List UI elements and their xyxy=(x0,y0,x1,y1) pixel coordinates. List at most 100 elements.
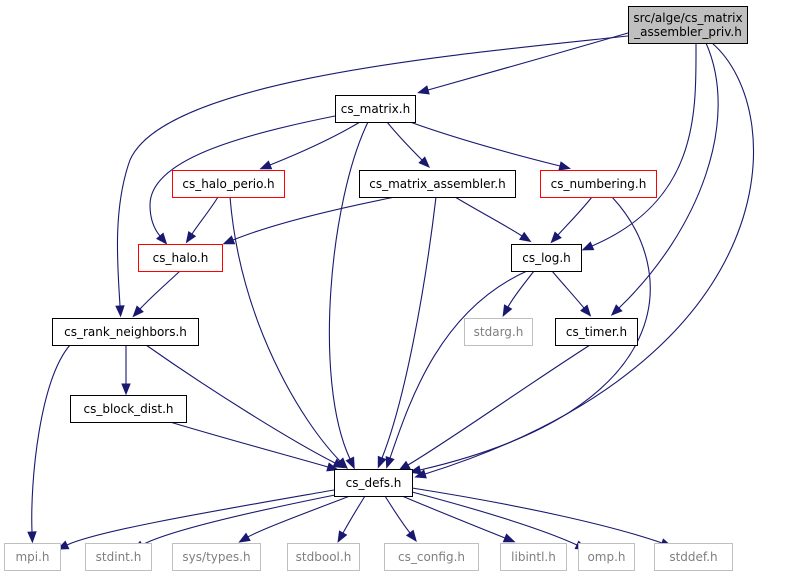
node-stdbool: stdbool.h xyxy=(287,543,360,571)
node-box xyxy=(540,170,657,198)
node-cs-halo[interactable]: cs_halo.h xyxy=(138,244,223,272)
edge-cs_matrix_assembler-to-cs_defs xyxy=(377,196,437,469)
edge-arrowhead xyxy=(259,160,273,170)
node-label: mpi.h xyxy=(15,550,49,564)
edge-line xyxy=(229,196,341,462)
edge-arrowhead xyxy=(418,156,431,169)
edge-cs_defs-to-omp xyxy=(411,491,588,550)
edge-line xyxy=(419,196,651,471)
edge-arrowhead xyxy=(581,241,595,251)
edge-cs_defs-to-stdint xyxy=(132,493,341,551)
edge-line xyxy=(411,487,663,544)
edge-line xyxy=(269,121,361,166)
node-box xyxy=(500,543,567,571)
node-box xyxy=(85,543,152,571)
node-box xyxy=(384,543,479,571)
edge-cs_defs-to-mpi xyxy=(56,489,335,550)
edge-arrowhead xyxy=(502,304,513,317)
edge-line xyxy=(145,344,336,464)
edge-arrowhead xyxy=(222,235,236,245)
edge-cs_matrix-to-cs_defs xyxy=(328,121,369,470)
node-mpi: mpi.h xyxy=(4,543,61,571)
node-cs-log[interactable]: cs_log.h xyxy=(511,244,582,272)
edge-cs_numbering-to-cs_log xyxy=(550,196,593,244)
edge-line xyxy=(386,121,423,161)
node-cs-rank-neighbors[interactable]: cs_rank_neighbors.h xyxy=(52,318,199,346)
node-cs-numbering[interactable]: cs_numbering.h xyxy=(540,170,657,198)
edge-arrowhead xyxy=(121,383,131,396)
node-label: src/alge/cs_matrix xyxy=(633,11,742,25)
edge-root-to-cs_log xyxy=(581,42,697,251)
node-box xyxy=(578,543,635,571)
edge-line xyxy=(328,121,369,460)
node-label: cs_config.h xyxy=(398,550,465,564)
edge-root-to-cs_defs xyxy=(414,42,755,479)
node-label: cs_timer.h xyxy=(566,325,627,339)
edge-line xyxy=(31,344,71,533)
node-cs-config: cs_config.h xyxy=(384,543,479,571)
node-stdarg: stdarg.h xyxy=(464,318,533,346)
node-label: omp.h xyxy=(587,550,625,564)
edge-root-to-cs_timer xyxy=(610,42,719,316)
node-label: cs_halo_perio.h xyxy=(182,177,274,191)
edge-line xyxy=(551,270,585,309)
edge-root-to-cs_rank_neighbors xyxy=(115,35,629,318)
node-label: libintl.h xyxy=(511,550,556,564)
edge-cs_log-to-cs_timer xyxy=(551,270,592,317)
edge-cs_defs-to-cs_config xyxy=(384,495,417,542)
node-box xyxy=(287,543,360,571)
edge-arrowhead xyxy=(238,532,251,543)
edge-cs_timer-to-cs_defs xyxy=(398,344,591,471)
node-cs-timer[interactable]: cs_timer.h xyxy=(555,318,638,346)
edge-line xyxy=(232,196,396,241)
edge-line xyxy=(409,121,561,167)
edge-arrowhead xyxy=(377,455,387,469)
node-label: cs_block_dist.h xyxy=(83,402,173,416)
edge-line xyxy=(411,491,578,546)
node-cs-halo-perio[interactable]: cs_halo_perio.h xyxy=(172,170,285,198)
node-omp: omp.h xyxy=(578,543,635,571)
node-label: stddef.h xyxy=(669,550,717,564)
edge-cs_rank_neighbors-to-cs_block_dist xyxy=(121,345,131,396)
edge-line xyxy=(507,270,535,308)
edge-line xyxy=(591,42,697,247)
edge-arrowhead xyxy=(398,460,411,471)
edge-line xyxy=(191,196,219,235)
edge-arrowhead xyxy=(518,231,532,243)
node-box xyxy=(172,170,285,198)
node-cs-block-dist[interactable]: cs_block_dist.h xyxy=(70,395,187,423)
edge-arrowhead xyxy=(185,230,197,244)
edge-arrowhead xyxy=(27,531,37,544)
node-box xyxy=(335,95,416,123)
edge-line xyxy=(169,421,329,468)
node-label: stdbool.h xyxy=(296,550,352,564)
node-stdint: stdint.h xyxy=(85,543,152,571)
node-box xyxy=(555,318,638,346)
node-box xyxy=(654,543,733,571)
node-cs-matrix-assembler[interactable]: cs_matrix_assembler.h xyxy=(359,170,516,198)
edge-cs_defs-to-libintl xyxy=(401,495,516,543)
node-box xyxy=(464,318,533,346)
edge-arrowhead xyxy=(405,529,417,542)
node-root[interactable]: src/alge/cs_matrix_assembler_priv.h xyxy=(628,6,748,44)
node-cs-matrix[interactable]: cs_matrix.h xyxy=(335,95,416,123)
edge-arrowhead xyxy=(326,462,339,472)
edge-arrowhead xyxy=(132,305,144,318)
edge-arrowhead xyxy=(337,530,348,543)
edge-line xyxy=(618,42,719,309)
edge-line xyxy=(384,495,411,534)
node-box xyxy=(52,318,199,346)
edge-line xyxy=(381,196,437,459)
edge-cs_matrix-to-cs_halo xyxy=(149,115,336,245)
edge-arrowhead xyxy=(502,533,516,543)
edge-cs_matrix-to-cs_matrix_assembler xyxy=(386,121,431,169)
edge-line xyxy=(247,495,351,538)
edge-arrowhead xyxy=(345,456,355,470)
node-cs-defs[interactable]: cs_defs.h xyxy=(334,469,413,497)
edge-cs_matrix-to-cs_numbering xyxy=(409,121,571,171)
node-label: cs_matrix.h xyxy=(341,102,410,116)
node-label: sys/types.h xyxy=(182,550,250,564)
edge-arrowhead xyxy=(580,304,592,317)
edge-cs_matrix_assembler-to-cs_halo xyxy=(222,196,396,245)
edge-arrowhead xyxy=(558,161,571,171)
